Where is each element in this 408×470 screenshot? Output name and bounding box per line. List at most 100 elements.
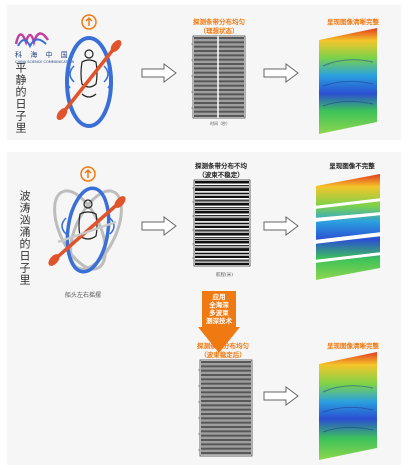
swath-line [201,396,251,397]
callout-text: 应用 全海深 多波束 测深技术 [198,293,240,325]
swath-line [201,424,251,426]
arrow-right-icon [263,386,299,406]
swath-line [201,428,251,430]
swath-line [194,61,244,63]
callout-line-1: 应用 [212,293,226,301]
calm-days-label: 平静的日子里 [14,62,27,134]
swath-line [194,46,244,47]
swath-line [195,186,249,188]
stable-swath-chart [198,359,253,457]
swath-line [194,56,244,58]
swath-line [201,427,251,428]
boat-sway-caption: 船头左右摇摆 [65,292,102,299]
swath-line [194,52,244,54]
calm-boat-illustration [56,14,122,128]
swath-line [194,40,244,42]
logo-name-cn: 科 海 中 国 [15,51,71,59]
swath-line [201,361,251,362]
swath-line [195,259,249,261]
swath-line [201,419,251,421]
swath-line [195,218,249,222]
swath-line [201,409,251,410]
swath-line [194,64,244,65]
swath-line [195,237,249,238]
swath-line [194,115,244,116]
swath-line [194,66,244,68]
swath-line [201,362,251,363]
swath-line [201,385,251,387]
swath-line [201,380,251,382]
clear-bathymetry-image [319,28,377,134]
swath-line [201,376,251,378]
swath-line [201,383,251,384]
swath-line [194,86,244,88]
calm-chart-subtitle: （理想状态） [199,27,239,35]
swath-line [201,363,251,365]
swath-line [201,453,251,454]
swath-line [194,90,244,91]
swath-line [201,436,251,438]
swath-line [201,367,251,369]
swath-line [194,60,244,62]
swath-line [201,389,251,391]
swath-line [201,371,251,373]
swath-line [194,87,244,89]
swath-line [195,254,249,256]
swath-line [194,47,244,49]
swath-line [201,437,251,439]
swath-line [194,76,244,77]
swath-bars [195,181,249,265]
swath-line [201,452,251,453]
swath-line [201,440,251,441]
swath-line [201,398,251,400]
swath-line [194,38,244,39]
swath-line [194,55,244,56]
swath-line [201,393,251,395]
rough-days-label: 波涛汹涌的日子里 [18,190,31,286]
swath-line [194,42,244,43]
swath-line [201,442,251,444]
swath-line [201,432,251,434]
swath-line [201,445,251,447]
swath-line [201,448,251,449]
swath-line [201,370,251,371]
swath-line [201,433,251,435]
swath-line [194,82,244,84]
swath-line [201,381,251,383]
swath-line [201,375,251,376]
swath-line [201,368,251,370]
swath-line [194,69,244,71]
rough-chart-title: 探测条带分布不均 [195,162,247,170]
swath-line [194,73,244,75]
swath-line [195,192,249,195]
swath-line [194,103,244,104]
swath-line [194,96,244,98]
swath-line [194,92,244,94]
swath-line [195,201,249,203]
swath-line [195,211,249,214]
swath-line [201,387,251,388]
swath-line [201,423,251,425]
calm-result-label: 呈现图像清晰完整 [327,18,379,26]
callout-line-3: 多波束 [209,309,229,317]
swath-line [194,68,244,69]
swath-line [194,104,244,106]
arrow-right-icon [141,216,177,236]
rough-result-label: 呈现图像不完整 [329,162,375,170]
swath-line [201,402,251,404]
swath-line [195,208,249,211]
callout-down-arrow [198,291,240,353]
swath-line [195,245,249,247]
swath-line [201,400,251,401]
swath-line [201,377,251,379]
rocking-boat-illustration [48,166,126,274]
swath-line [194,107,244,108]
swath-line [194,63,244,64]
swath-line [194,79,244,81]
swath-line [194,53,244,55]
calm-chart-axis-label: 时间（秒） [210,121,230,126]
swath-line [195,185,249,187]
swath-line [201,420,251,422]
swath-line [201,401,251,402]
swath-line [194,77,244,78]
